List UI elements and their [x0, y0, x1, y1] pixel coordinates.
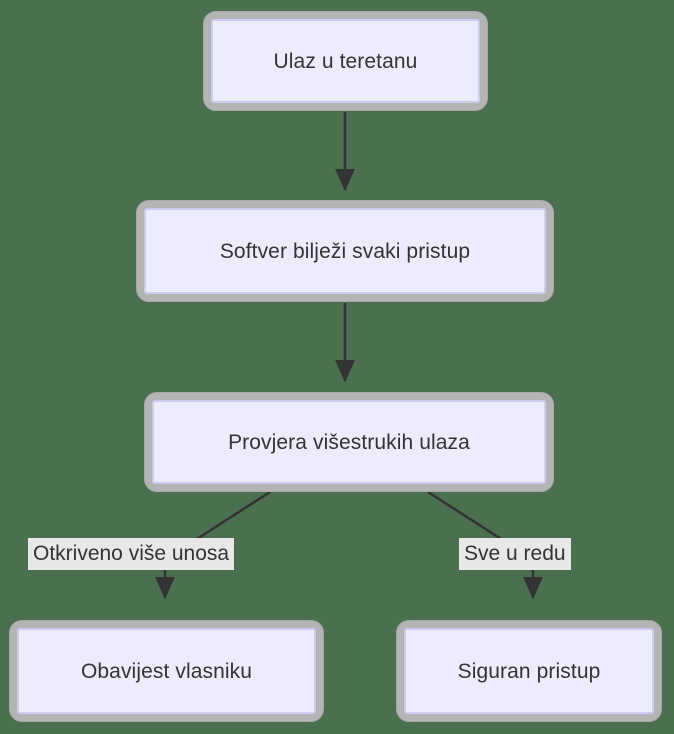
node-label: Provjera višestrukih ulaza — [228, 430, 470, 454]
node-label: Siguran pristup — [457, 659, 601, 683]
node-inner-panel: Obavijest vlasniku — [17, 628, 316, 714]
node-softver-biljezi-svaki-pristup[interactable]: Softver bilježi svaki pristup — [136, 200, 554, 302]
node-inner-panel: Siguran pristup — [404, 628, 654, 714]
node-obavijest-vlasniku[interactable]: Obavijest vlasniku — [9, 620, 324, 722]
node-inner-panel: Provjera višestrukih ulaza — [152, 400, 546, 484]
node-label: Ulaz u teretanu — [273, 49, 418, 73]
node-label: Softver bilježi svaki pristup — [219, 239, 471, 263]
node-ulaz-u-teretanu[interactable]: Ulaz u teretanu — [203, 11, 488, 111]
node-siguran-pristup[interactable]: Siguran pristup — [396, 620, 662, 722]
edge-label-sve-u-redu: Sve u redu — [459, 538, 571, 570]
node-inner-panel: Softver bilježi svaki pristup — [144, 208, 546, 294]
node-provjera-visestrukih-ulaza[interactable]: Provjera višestrukih ulaza — [144, 392, 554, 492]
node-inner-panel: Ulaz u teretanu — [211, 19, 480, 103]
edge-label-otkriveno-vise-unosa: Otkriveno više unosa — [28, 538, 235, 570]
node-label: Obavijest vlasniku — [80, 659, 253, 683]
